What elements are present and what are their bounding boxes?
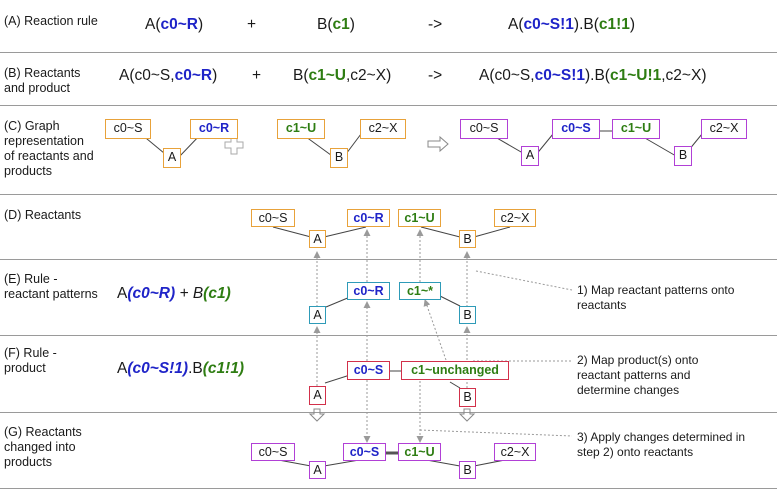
label-row-c: (C) Graph representation of reactants an… — [4, 119, 94, 178]
plus-sign: + — [247, 16, 257, 33]
reactant-mid: B(c1~U,c2~X) — [293, 67, 392, 84]
rule-right: A(c0~S!1).B(c1!1) — [508, 16, 636, 33]
node-c0r: c0~R — [347, 209, 390, 227]
reaction-arrow: -> — [428, 16, 443, 33]
step-1-note: 1) Map reactant patterns onto reactants — [577, 283, 735, 312]
node-c0r-pattern: c0~R — [347, 282, 390, 300]
arrow-down-icon — [458, 408, 476, 422]
node-a-product: A — [309, 386, 326, 405]
node-c1u: c1~U — [398, 209, 441, 227]
node-c2x: c2~X — [360, 119, 406, 139]
node-a: A — [163, 148, 181, 168]
separator — [0, 194, 777, 195]
node-c0s-bound: c0~S — [552, 119, 600, 139]
step-3-note: 3) Apply changes determined in step 2) o… — [577, 430, 746, 459]
label-row-g: (G) Reactants changed into products — [4, 425, 82, 469]
rule-mid: B(c1) — [317, 16, 355, 33]
node-c0r: c0~R — [190, 119, 238, 139]
graph-row-d-edges — [272, 226, 511, 238]
label-row-d: (D) Reactants — [4, 208, 82, 222]
node-a: A — [309, 461, 326, 479]
node-b: B — [674, 146, 692, 166]
rule-product: A(c0~S!1).B(c1!1) — [117, 360, 245, 377]
node-c1-unchanged: c1~unchanged — [401, 361, 509, 380]
node-c2x: c2~X — [494, 443, 536, 461]
label-row-e: (E) Rule - reactant patterns — [4, 272, 98, 301]
reactant-left: A(c0~S,c0~R) — [119, 67, 218, 84]
node-c0s-product: c0~S — [347, 361, 390, 380]
plus-sign: + — [252, 67, 262, 84]
rule-left: A(c0~R) — [145, 16, 204, 33]
label-row-b: (B) Reactants and product — [4, 66, 81, 95]
node-c1star-pattern: c1~* — [399, 282, 441, 300]
node-b: B — [459, 230, 476, 248]
node-c2x: c2~X — [494, 209, 536, 227]
node-b: B — [330, 148, 348, 168]
step-2-note: 2) Map product(s) onto reactant patterns… — [577, 353, 699, 397]
separator — [0, 335, 777, 336]
separator — [0, 259, 777, 260]
node-b-pattern: B — [459, 306, 476, 324]
node-a: A — [521, 146, 539, 166]
graph-row-e-edges — [325, 295, 461, 308]
node-c0s: c0~S — [105, 119, 151, 139]
mapping-arrows — [313, 229, 573, 443]
label-row-f: (F) Rule - product — [4, 346, 57, 375]
separator — [0, 412, 777, 413]
label-row-a: (A) Reaction rule — [4, 14, 98, 28]
node-a: A — [309, 230, 326, 248]
node-c1u: c1~U — [398, 443, 441, 461]
node-b: B — [459, 461, 476, 479]
node-c2x: c2~X — [701, 119, 747, 139]
node-c0s-bound: c0~S — [343, 443, 386, 461]
arrow-down-icon — [308, 408, 326, 422]
node-b-product: B — [459, 388, 476, 407]
reaction-arrow: -> — [428, 67, 443, 84]
node-c0s: c0~S — [460, 119, 508, 139]
arrow-right-icon — [427, 135, 449, 153]
separator — [0, 105, 777, 106]
node-c1u: c1~U — [277, 119, 325, 139]
node-c1u: c1~U — [612, 119, 660, 139]
separator — [0, 488, 777, 489]
node-c0s: c0~S — [251, 443, 295, 461]
node-c0s: c0~S — [251, 209, 295, 227]
node-a-pattern: A — [309, 306, 326, 324]
product: A(c0~S,c0~S!1).B(c1~U!1,c2~X) — [479, 67, 707, 84]
separator — [0, 52, 777, 53]
rule-reactant-patterns: A(c0~R) + B(c1) — [117, 285, 231, 302]
